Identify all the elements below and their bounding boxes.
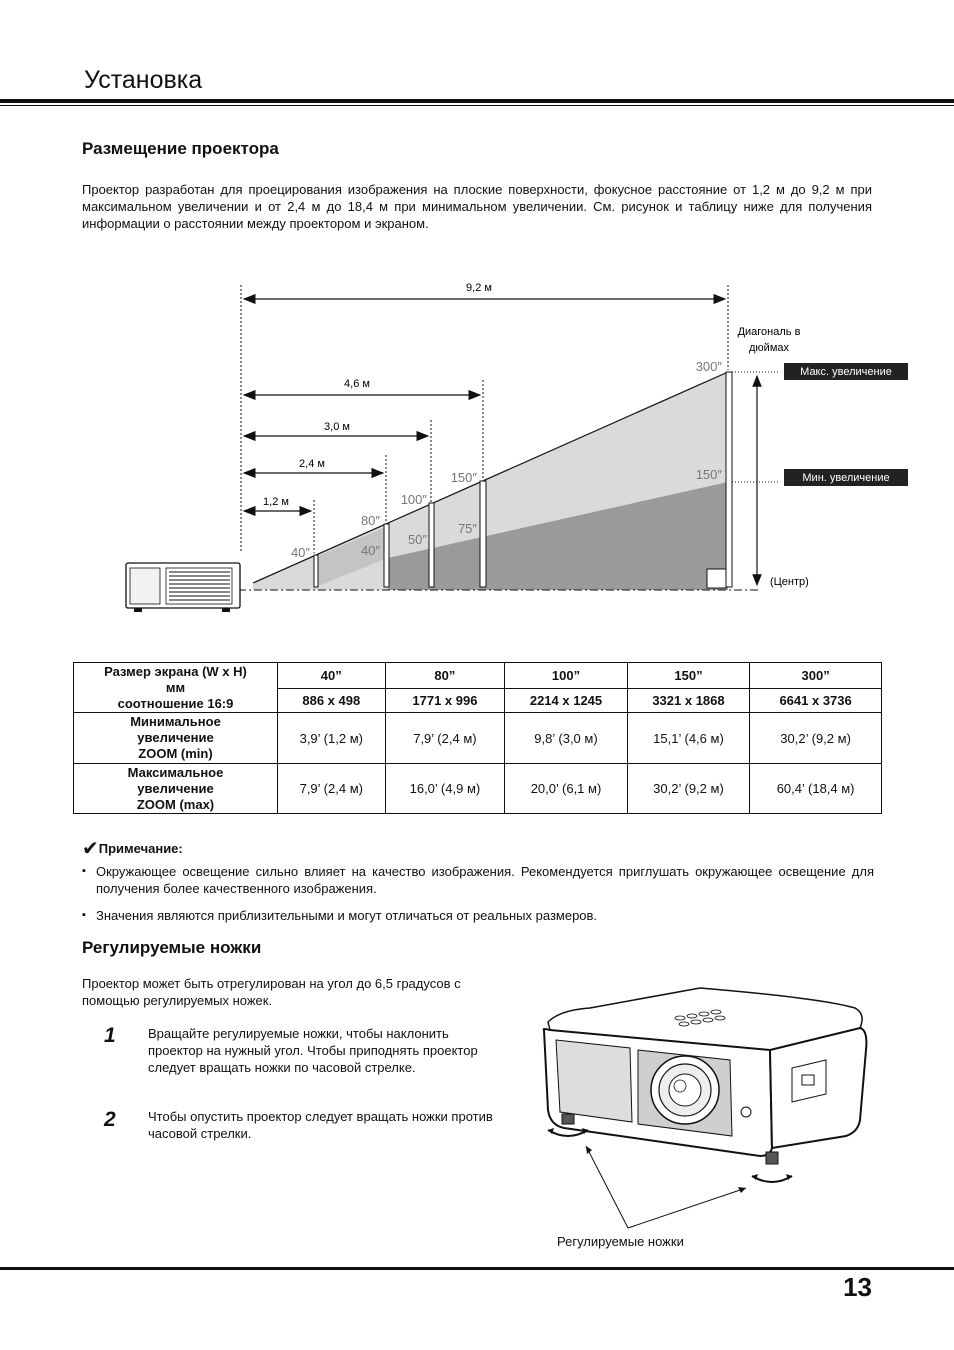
size-label-100: 100″ [401,492,428,507]
max-80: 16,0’ (4,9 м) [384,763,506,814]
min-zoom-label: Мин. увеличение [802,472,889,484]
step-text: Чтобы опустить проектор следует вращать … [148,1109,493,1141]
page-number: 13 [843,1272,872,1302]
feet-heading: Регулируемые ножки [82,938,262,957]
size-header-100: 100” [504,662,628,689]
placement-heading: Размещение проектора [82,139,279,158]
dist-label-3-0: 3,0 м [324,421,350,433]
center-label: (Центр) [770,576,809,588]
size-label-40: 40″ [291,545,310,560]
note-item: Окружающее освещение сильно влияет на ка… [82,863,874,897]
table-row-min: Минимальное увеличение ZOOM (min) 3,9’ (… [73,712,882,764]
step-text: Вращайте регулируемые ножки, чтобы накло… [148,1026,478,1075]
row-head-max: Максимальное увеличение ZOOM (max) [73,763,278,814]
min-300: 30,2’ (9,2 м) [749,712,882,764]
diag-caption-1: Диагональ в [738,326,801,338]
feet-intro: Проектор может быть отрегулирован на уго… [82,976,461,1008]
header-rule [0,99,954,103]
dim-300: 6641 x 3736 [749,688,882,713]
size-header-80: 80” [384,662,506,689]
distance-diagram: 9,2 м 4,6 м 3,0 м 2,4 м 1,2 м Диагональ … [125,282,908,612]
diag-caption-2: дюймах [749,342,789,354]
footer-rule [0,1267,954,1270]
dim-150: 3321 x 1868 [626,688,751,713]
table-row-max: Максимальное увеличение ZOOM (max) 7,9’ … [73,763,882,814]
dist-label-1-2: 1,2 м [263,496,289,508]
section-title: Установка [84,66,203,94]
size-header-300: 300” [749,662,882,689]
screen-100 [428,502,435,588]
step-number: 2 [104,1108,116,1131]
min-40: 3,9’ (1,2 м) [277,712,386,764]
screen-300 [725,371,733,588]
min-150: 15,1’ (4,6 м) [626,712,751,764]
note-header: ✔Примечание: [82,836,874,861]
max-100: 20,0’ (6,1 м) [504,763,628,814]
row-head-min: Минимальное увеличение ZOOM (min) [73,712,278,764]
projector-illustration [542,987,868,1229]
placement-intro: Проектор разработан для проецирования из… [82,182,872,231]
size-label-80: 80″ [361,513,380,528]
dist-label-2-4: 2,4 м [299,458,325,470]
dim-100: 2214 x 1245 [504,688,628,713]
min-zoom-area [388,482,728,590]
header-rule-thin [0,105,954,106]
min-80: 7,9’ (2,4 м) [384,712,506,764]
dist-label-9-2: 9,2 м [466,282,492,294]
max-300: 60,4’ (18,4 м) [749,763,882,814]
max-zoom-badge [784,363,908,380]
step-number: 1 [104,1024,116,1047]
feet-caption: Регулируемые ножки [557,1234,684,1249]
note-block: ✔Примечание: Окружающее освещение сильно… [82,836,874,934]
min-zoom-badge [784,469,908,486]
max-40: 7,9’ (2,4 м) [277,763,386,814]
size-label-50: 50″ [408,532,427,547]
screen-80 [383,523,390,588]
note-item: Значения являются приблизительными и мог… [82,907,874,924]
projector-side-icon [125,562,241,612]
dist-label-4-6: 4,6 м [344,378,370,390]
dim-40: 886 x 498 [277,688,386,713]
size-label-150: 150″ [451,470,478,485]
distance-table: Размер экрана (W x H) мм соотношение 16:… [73,662,882,814]
size-label-300: 300″ [696,359,723,374]
table-corner-cell: Размер экрана (W x H) мм соотношение 16:… [73,662,278,713]
size-label-150-max: 150″ [696,467,723,482]
size-header-40: 40” [277,662,386,689]
size-label-40-min: 40″ [361,543,380,558]
screen-40 [313,554,319,588]
dim-80: 1771 x 996 [384,688,506,713]
min-100: 9,8’ (3,0 м) [504,712,628,764]
max-zoom-label: Макс. увеличение [800,366,892,378]
screen-150 [479,480,487,588]
check-icon: ✔ [82,838,99,860]
size-header-150: 150” [626,662,751,689]
size-label-75: 75″ [458,521,477,536]
note-title: Примечание: [98,841,183,856]
max-150: 30,2’ (9,2 м) [626,763,751,814]
